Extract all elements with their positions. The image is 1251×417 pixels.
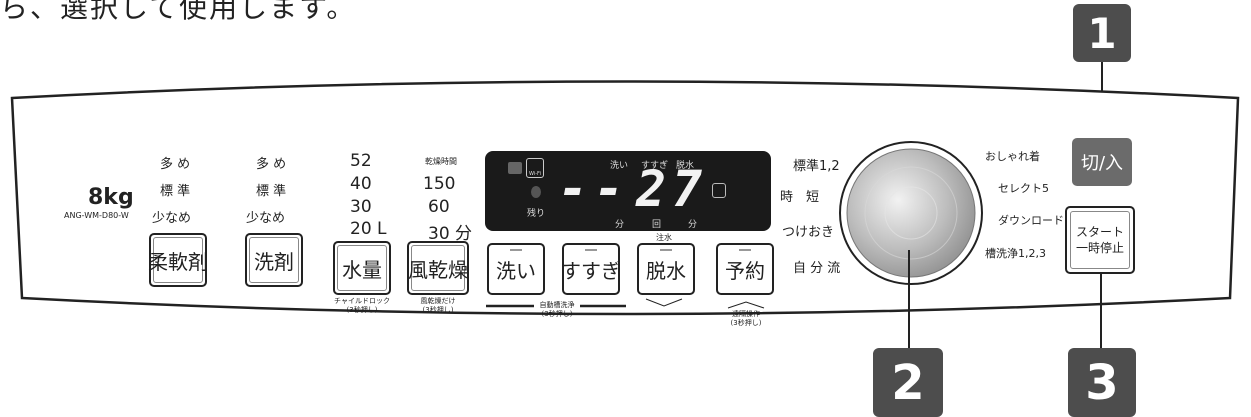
digit-2: -	[594, 160, 625, 218]
model-number: ANG-WM-D80-W	[64, 211, 129, 220]
course-soak: つけおき	[782, 225, 835, 240]
lock-status-icon	[508, 162, 522, 174]
child-lock-label: チャイルドロック (3秒押し)	[334, 297, 390, 314]
remaining-label: 残り	[527, 209, 546, 219]
stage-spin: 脱水	[676, 161, 695, 171]
water-fill-label: 注水	[656, 233, 672, 242]
stage-wash: 洗い	[610, 161, 629, 171]
course-select5: セレクト5	[998, 182, 1049, 195]
wifi-icon: Wi-Fi	[526, 158, 544, 178]
power-button-label: 切/入	[1080, 153, 1124, 174]
softener-button[interactable]: 柔軟剤	[148, 233, 208, 287]
air-dry-button[interactable]: 風乾燥	[407, 241, 469, 295]
wash-indicator	[510, 249, 522, 251]
water-level-20: 20 L	[350, 219, 387, 239]
digit-1: -	[558, 160, 589, 218]
digit-3: 2	[636, 160, 667, 218]
stage-rinse: すすぎ	[641, 161, 669, 171]
water-level-52: 52	[350, 151, 372, 171]
softener-button-label: 柔軟剤	[148, 249, 208, 274]
remote-operation-label: 遠隔操作 (3秒押し)	[730, 310, 762, 327]
unit-minutes-2: 分	[688, 220, 698, 230]
wash-button-label: 洗い	[496, 258, 536, 283]
unit-minutes-1: 分	[615, 220, 625, 230]
unit-times: 回	[652, 220, 662, 230]
detergent-option-high: 多 め	[256, 157, 287, 172]
detergent-option-standard: 標 準	[256, 184, 287, 199]
detergent-option-low: 少なめ	[246, 211, 286, 226]
capacity-label: 8kg	[88, 185, 134, 210]
digit-4: 7	[672, 160, 703, 218]
water-level-40: 40	[350, 174, 372, 194]
course-quick: 時 短	[780, 190, 820, 205]
reserve-button-label: 予約	[725, 258, 765, 283]
detergent-button[interactable]: 洗剤	[245, 233, 303, 287]
child-lock-icon	[712, 183, 726, 198]
wifi-label: Wi-Fi	[529, 171, 541, 177]
callout-2-line	[908, 250, 910, 350]
power-button[interactable]: 切/入	[1072, 138, 1132, 186]
softener-option-standard: 標 準	[160, 184, 191, 199]
callout-3-line	[1100, 274, 1102, 350]
reserve-indicator	[739, 249, 751, 251]
course-download: ダウンロード	[998, 214, 1064, 227]
detergent-button-label: 洗剤	[254, 249, 294, 274]
water-level-30: 30	[350, 197, 372, 217]
callout-2: 2	[873, 348, 943, 417]
rinse-button[interactable]: すすぎ	[561, 243, 621, 295]
spin-button-label: 脱水	[646, 258, 686, 283]
air-dry-only-label: 風乾燥だけ (3秒押し)	[420, 297, 456, 314]
water-level-button[interactable]: 水量	[333, 241, 391, 295]
rinse-button-label: すすぎ	[561, 258, 621, 283]
course-custom: 自 分 流	[793, 261, 841, 276]
dry-time-60: 60	[428, 197, 450, 217]
course-delicate: おしゃれ着	[985, 150, 1040, 163]
pause-label: 一時停止	[1075, 241, 1124, 255]
reserve-button[interactable]: 予約	[716, 243, 774, 295]
course-dial[interactable]	[838, 140, 984, 286]
start-pause-button[interactable]: スタート 一時停止	[1065, 206, 1135, 274]
callout-3: 3	[1068, 348, 1136, 417]
start-label: スタート	[1075, 225, 1124, 239]
course-tub-clean: 槽洗浄1,2,3	[985, 247, 1046, 260]
dry-time-label: 乾燥時間	[425, 157, 457, 166]
instruction-text: ら、選択して使用します。	[0, 0, 357, 24]
remaining-icon	[531, 186, 541, 198]
air-dry-button-label: 風乾燥	[408, 257, 468, 282]
wash-button[interactable]: 洗い	[487, 243, 545, 295]
spin-button[interactable]: 脱水	[637, 243, 695, 295]
dry-time-150: 150	[423, 174, 456, 194]
spin-indicator	[660, 249, 672, 251]
rinse-indicator	[585, 249, 597, 251]
callout-1: 1	[1073, 4, 1131, 62]
water-level-button-label: 水量	[342, 257, 382, 282]
dry-time-30: 30 分	[428, 224, 473, 244]
tub-clean-label: 自動槽洗浄 (3秒押し)	[539, 301, 575, 318]
softener-option-high: 多 め	[160, 157, 191, 172]
course-standard: 標準1,2	[793, 159, 840, 174]
softener-option-low: 少なめ	[152, 211, 192, 226]
